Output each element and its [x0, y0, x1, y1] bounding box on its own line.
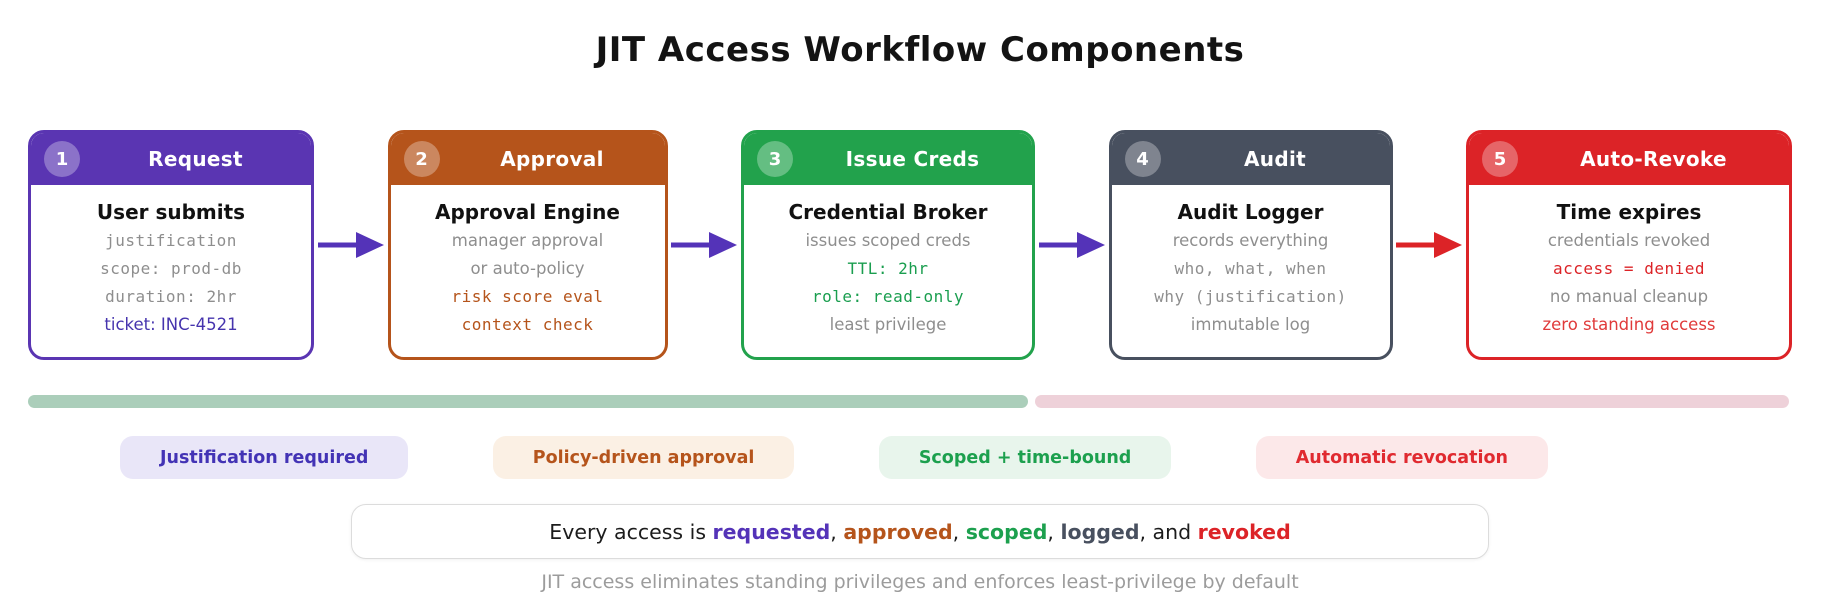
summary-segment: ,	[830, 519, 844, 544]
stage-card-audit: 4 Audit Audit Logger records everything …	[1108, 130, 1393, 360]
stage-name-label: Request	[148, 147, 243, 171]
badge-automatic-revocation: Automatic revocation	[1255, 436, 1548, 479]
stage-number-badge: 3	[757, 141, 793, 177]
stage-body: User submits justification scope: prod-d…	[31, 185, 311, 342]
summary-sentence: Every access is requested, approved, sco…	[351, 504, 1489, 559]
stage-header-audit: 4 Audit	[1111, 133, 1390, 185]
summary-segment: ,	[952, 519, 966, 544]
summary-keyword-logged: logged	[1060, 519, 1140, 544]
stage-detail-line: credentials revoked	[1547, 231, 1711, 250]
badge-policy-driven-approval: Policy-driven approval	[492, 436, 795, 479]
flow-arrow-icon	[1035, 130, 1109, 360]
stage-body-title: Approval Engine	[435, 200, 620, 224]
stage-header-issue-creds: 3 Issue Creds	[744, 133, 1032, 185]
summary-segment: , and	[1139, 519, 1198, 544]
flow-arrow-icon	[668, 130, 742, 360]
flow-arrow-icon	[314, 130, 388, 360]
progress-segment-pink	[1035, 395, 1789, 408]
stage-card-approval: 2 Approval Approval Engine manager appro…	[387, 130, 668, 360]
stage-name-label: Issue Creds	[845, 147, 980, 171]
stage-name-label: Auto-Revoke	[1580, 147, 1727, 171]
stage-detail-line: manager approval	[451, 231, 604, 250]
feature-badges-row: Justification required Policy-driven app…	[120, 436, 1548, 479]
summary-segment: ,	[1047, 519, 1061, 544]
stage-detail-line: access = denied	[1553, 259, 1705, 278]
stage-body: Audit Logger records everything who, wha…	[1111, 185, 1390, 342]
page-title: JIT Access Workflow Components	[595, 30, 1245, 70]
stage-body-title: Credential Broker	[788, 200, 988, 224]
stage-name-label: Approval	[500, 147, 604, 171]
stage-detail-line: duration: 2hr	[105, 287, 237, 306]
stage-header-request: 1 Request	[31, 133, 311, 185]
stage-number-badge: 4	[1124, 141, 1161, 177]
stage-detail-line: issues scoped creds	[805, 231, 971, 250]
phase-progress-bar	[28, 395, 1789, 408]
flow-arrow-icon	[1393, 130, 1467, 360]
stage-detail-line: ticket: INC-4521	[104, 315, 238, 334]
stage-body-title: User submits	[96, 200, 246, 224]
stage-detail-line: risk score eval	[451, 287, 604, 306]
stage-body: Time expires credentials revoked access …	[1469, 185, 1789, 342]
summary-segment: Every access is	[549, 519, 713, 544]
stage-detail-line: context check	[461, 315, 594, 334]
stage-body: Approval Engine manager approval or auto…	[390, 185, 665, 342]
stage-body: Credential Broker issues scoped creds TT…	[744, 185, 1032, 342]
badge-scoped-time-bound: Scoped + time-bound	[878, 436, 1172, 479]
stage-body-title: Time expires	[1556, 200, 1702, 224]
stage-detail-line: no manual cleanup	[1549, 287, 1709, 306]
summary-keyword-scoped: scoped	[965, 519, 1048, 544]
summary-row: Every access is requested, approved, sco…	[0, 504, 1840, 559]
summary-keyword-requested: requested	[712, 519, 831, 544]
stage-detail-line: justification	[105, 231, 237, 250]
stage-number-badge: 2	[403, 141, 440, 177]
progress-segment-green	[28, 395, 1029, 408]
stage-name-label: Audit	[1244, 147, 1306, 171]
stage-detail-line: records everything	[1172, 231, 1329, 250]
stage-card-issue-creds: 3 Issue Creds Credential Broker issues s…	[741, 130, 1035, 360]
stage-number-badge: 5	[1482, 141, 1518, 177]
stage-detail-line: role: read-only	[812, 287, 964, 306]
summary-keyword-approved: approved	[843, 519, 953, 544]
stage-header-approval: 2 Approval	[390, 133, 665, 185]
summary-keyword-revoked: revoked	[1197, 519, 1291, 544]
badge-justification-required: Justification required	[120, 436, 409, 479]
stage-detail-line: who, what, when	[1174, 259, 1327, 278]
stage-detail-line: TTL: 2hr	[847, 259, 929, 278]
stage-body-title: Audit Logger	[1177, 200, 1324, 224]
stage-card-request: 1 Request User submits justification sco…	[28, 130, 314, 360]
stage-number-badge: 1	[44, 141, 80, 177]
stage-detail-line: or auto-policy	[470, 259, 585, 278]
stage-detail-line: least privilege	[829, 315, 947, 334]
footer-note: JIT access eliminates standing privilege…	[541, 571, 1299, 593]
stage-detail-line: why (justification)	[1154, 287, 1347, 306]
workflow-row: 1 Request User submits justification sco…	[28, 130, 1792, 360]
stage-detail-line: immutable log	[1190, 315, 1311, 334]
stage-detail-line: zero standing access	[1542, 315, 1716, 334]
stage-detail-line: scope: prod-db	[100, 259, 242, 278]
stage-card-auto-revoke: 5 Auto-Revoke Time expires credentials r…	[1466, 130, 1792, 360]
stage-header-auto-revoke: 5 Auto-Revoke	[1469, 133, 1789, 185]
